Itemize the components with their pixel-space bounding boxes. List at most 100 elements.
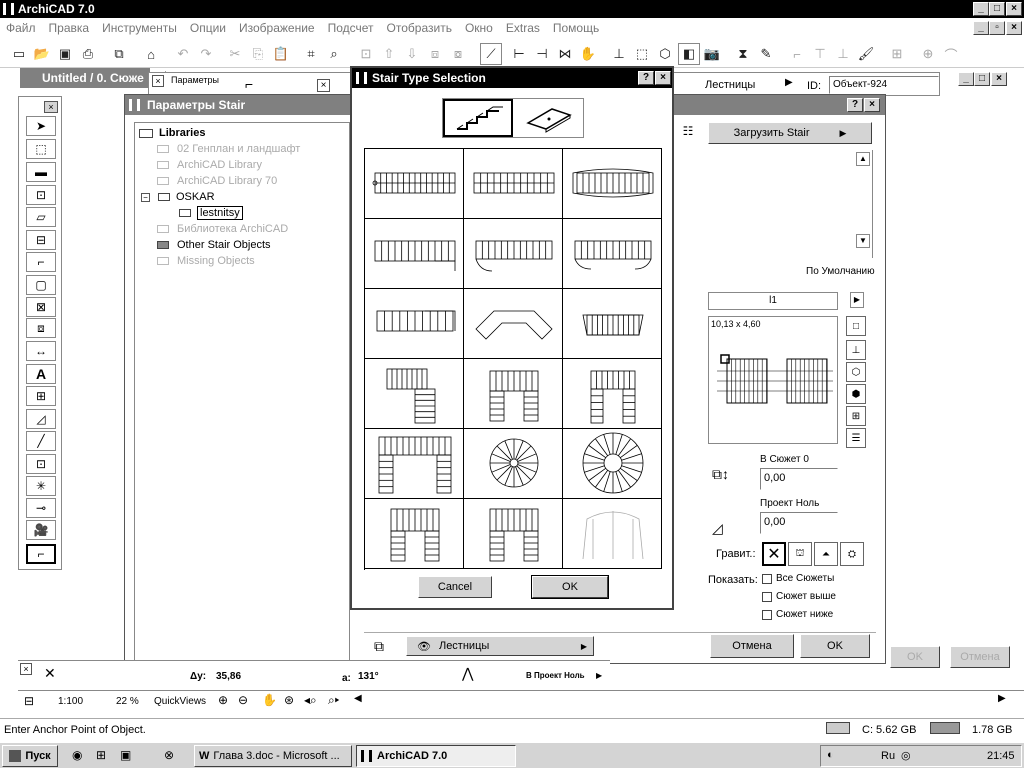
stair-type-stair-l-shape-icon[interactable] [365, 359, 464, 429]
plot-icon[interactable]: ⧉ [114, 46, 124, 61]
params-help-button[interactable]: ? [847, 98, 863, 112]
tree-item-archicad-library-70[interactable]: ArchiCAD Library 70 [157, 175, 277, 187]
layer-select[interactable]: 👁Лестницы▶ [406, 636, 594, 656]
text-tool-icon[interactable]: A [26, 364, 56, 384]
fit-window-icon[interactable]: ⊛ [284, 693, 295, 707]
stair-3d-tab-icon[interactable] [443, 99, 513, 137]
stair-type-stair-polygon-icon[interactable] [464, 289, 563, 359]
project-value-field[interactable]: 0,00 [760, 512, 838, 534]
behind-cancel-button[interactable]: Отмена [950, 646, 1010, 668]
gravity-none-icon[interactable]: ✕ [762, 542, 786, 566]
save-icon[interactable]: ▣ [58, 46, 72, 61]
camera-icon[interactable]: 📷 [703, 46, 721, 61]
params-close-button[interactable]: × [864, 98, 880, 112]
info-id-field[interactable]: Объект-924 [829, 76, 939, 94]
stair-type-stair-winder-two-icon[interactable] [563, 219, 662, 289]
stair-tool-icon[interactable]: ⌐ [26, 544, 56, 564]
stair-type-stair-u-winder-icon[interactable] [365, 499, 464, 569]
minimize-button[interactable]: _ [973, 2, 989, 16]
line-tool-icon[interactable]: ╱ [26, 431, 56, 451]
view-2d-icon[interactable]: □ [846, 316, 866, 336]
corner-icon[interactable]: ⌐ [793, 46, 801, 62]
info-close[interactable]: × [152, 75, 164, 87]
group-icon[interactable]: ⧈ [430, 46, 440, 61]
stair-type-spiral-stair-large-icon[interactable] [563, 429, 662, 499]
right-window-maximize[interactable]: □ [974, 72, 990, 86]
scroll-right-icon[interactable]: ▶ [998, 693, 1006, 704]
pen-icon[interactable]: ✎ [760, 46, 772, 61]
dimension-icon[interactable]: ⊢ [513, 46, 525, 61]
pan-icon[interactable]: ✋ [262, 693, 277, 707]
menu-display[interactable]: Отобразить [386, 21, 452, 35]
select-all-icon[interactable]: ⌗ [307, 46, 315, 61]
teamwork-icon[interactable]: ⌂ [147, 46, 155, 62]
stair-ok-button[interactable]: OK [531, 575, 609, 599]
gravity-top-icon[interactable]: ⛫ [788, 542, 812, 566]
right-window-minimize[interactable]: _ [958, 72, 974, 86]
column-tool-icon[interactable]: ⊡ [26, 185, 56, 205]
menu-window[interactable]: Окно [464, 21, 493, 35]
stair-type-stair-u-shape-narrow-icon[interactable] [563, 359, 662, 429]
ruler-icon[interactable]: ⊟ [24, 694, 35, 708]
menu-tools[interactable]: Инструменты [102, 21, 177, 35]
maximize-button[interactable]: □ [989, 2, 1005, 16]
toolbox-close[interactable]: × [44, 101, 58, 113]
stair-type-stair-turn-top-icon[interactable] [365, 289, 464, 359]
move-down-icon[interactable]: ⇩ [406, 46, 418, 61]
scroll-left-icon[interactable]: ◀ [354, 693, 362, 704]
label-tool-icon[interactable]: ⊞ [26, 386, 56, 406]
axon-icon[interactable]: ⬚ [635, 46, 649, 61]
tree-item-archicad-bib[interactable]: Библиотека ArchiCAD [157, 223, 288, 235]
stair-type-stair-winder-one-icon[interactable] [464, 219, 563, 289]
load-stair-button[interactable]: Загрузить Stair▶ [708, 122, 872, 144]
preview-menu-arrow[interactable]: ▶ [850, 292, 864, 308]
quickviews-button[interactable]: QuickViews [154, 696, 207, 707]
stair-type-stair-u-shape-icon[interactable] [464, 359, 563, 429]
marquee-tool-icon[interactable]: ⬚ [26, 139, 56, 159]
stair-2d-tab-icon[interactable] [514, 99, 584, 137]
menu-edit[interactable]: Правка [48, 21, 90, 35]
tree-item-missing[interactable]: Missing Objects [157, 255, 255, 267]
paste-icon[interactable]: 📋 [272, 46, 290, 61]
camera-tool-icon[interactable]: 🎥 [26, 520, 56, 540]
window-tool-icon[interactable]: ⊟ [26, 230, 56, 250]
roof-angle-icon[interactable]: ⋀ [462, 665, 474, 681]
radial-dim-icon[interactable]: ⋈ [558, 46, 572, 61]
desc-scroll-up[interactable]: ▲ [856, 152, 870, 166]
story-value-field[interactable]: 0,00 [760, 468, 838, 490]
trim-icon[interactable]: ⊥ [837, 46, 849, 61]
hotspot-tool-icon[interactable]: ✳ [26, 476, 56, 496]
stair-type-stair-tapered-icon[interactable] [563, 289, 662, 359]
new-file-icon[interactable]: ▭ [12, 46, 26, 61]
info-layer-arrow[interactable]: ▶ [785, 77, 793, 88]
tree-item-lestnitsy[interactable]: lestnitsy [179, 206, 243, 220]
quicklaunch-desktop-icon[interactable]: ▣ [120, 748, 132, 762]
tree-item-archicad-library[interactable]: ArchiCAD Library [157, 159, 262, 171]
redo-icon[interactable]: ↷ [200, 46, 212, 61]
view-params-icon[interactable]: ⊞ [846, 406, 866, 426]
desc-scroll-down[interactable]: ▼ [856, 234, 870, 248]
menu-help[interactable]: Помощь [552, 21, 600, 35]
collapse-icon[interactable]: − [141, 192, 150, 202]
view-list-icon[interactable]: ☰ [846, 428, 866, 448]
menu-extras[interactable]: Extras [505, 21, 540, 35]
align-icon[interactable]: ⊡ [360, 46, 372, 61]
picture-tool-icon[interactable]: ⊡ [26, 454, 56, 474]
stair-help-button[interactable]: ? [638, 71, 654, 85]
brush-icon[interactable]: 🖌 [857, 46, 875, 61]
tray-lang[interactable]: Ru [881, 750, 896, 762]
zoom-out-icon[interactable]: ⊖ [238, 693, 249, 707]
zoom-in-icon[interactable]: ⊕ [218, 693, 229, 707]
undo-icon[interactable]: ↶ [177, 46, 189, 61]
tree-root[interactable]: Libraries [139, 127, 205, 139]
slab-tool-icon[interactable]: ▢ [26, 275, 56, 295]
stair-type-stair-landing-right-icon[interactable] [365, 219, 464, 289]
gravity-middle-icon[interactable]: ⏶ [814, 542, 838, 566]
close-button[interactable]: × [1006, 2, 1022, 16]
stair-close-button[interactable]: × [655, 71, 671, 85]
menu-calculate[interactable]: Подсчет [327, 21, 374, 35]
hand-icon[interactable]: ✋ [579, 46, 597, 61]
info-stair-icon[interactable]: ⌐ [245, 76, 254, 92]
roof-tool-icon[interactable]: ⊠ [26, 297, 56, 317]
